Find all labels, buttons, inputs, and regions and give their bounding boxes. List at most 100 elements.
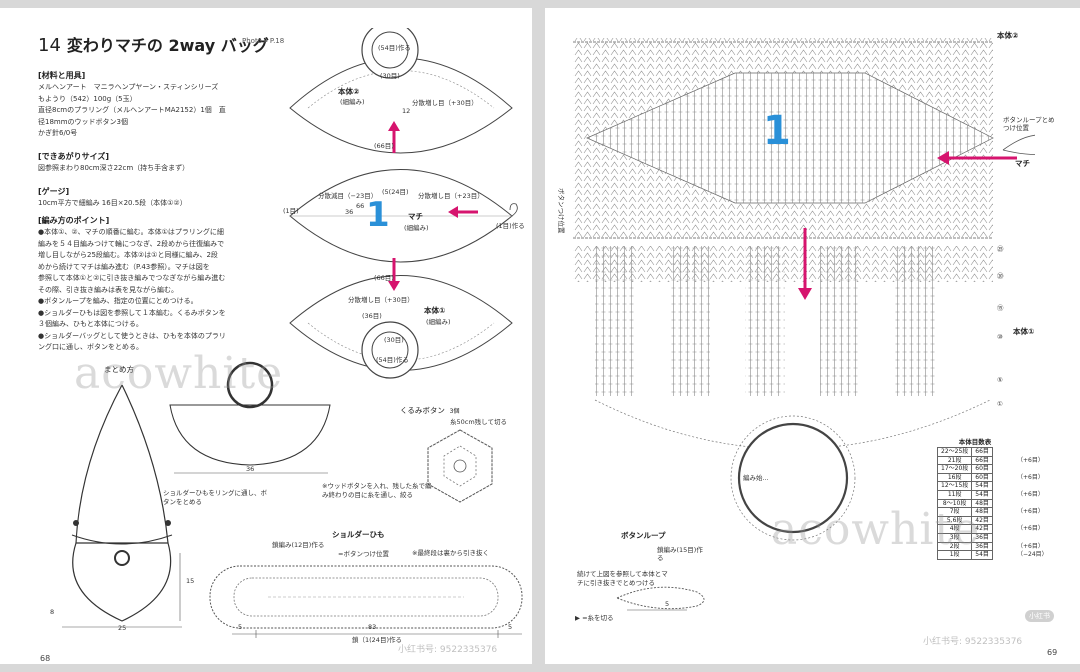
section-heading: [材料と用具] — [38, 71, 86, 80]
strap-dim-left: 5 — [238, 623, 243, 631]
table-cell: 1段 — [936, 550, 973, 560]
label-machi-sub: (細編み) — [404, 224, 429, 232]
section-line: 増し目しながら25段編む。本体②は①と同様に編み、2段 — [38, 251, 218, 259]
increment-note — [1017, 517, 1048, 526]
section-line: もようり（542）100g（5玉） — [38, 94, 137, 103]
increment-note — [1017, 465, 1048, 474]
button-heading: くるみボタン 3個 — [400, 406, 460, 415]
assembly-dim-8: 8 — [50, 608, 55, 616]
increment-note — [1017, 448, 1048, 457]
machi-body-chart — [573, 38, 1035, 541]
row-mark: ⑮ — [997, 304, 1004, 312]
section-line: かぎ針6/0号 — [38, 129, 78, 137]
section-body: メルヘンアート マニラヘンプヤーン・スティンシリーズもようり（542）100g（… — [38, 82, 263, 140]
label-body2-sub: (細編み) — [340, 98, 365, 106]
button-loop-diagram — [615, 586, 705, 611]
section-line: ３個編み、ひもと本体につける。 — [38, 320, 143, 328]
watermark-right: acowhite — [771, 504, 981, 555]
row-mark: ⑳ — [997, 272, 1004, 280]
label-36: 36 — [345, 208, 354, 216]
body-pieces-diagram — [289, 28, 518, 379]
right-label-body1: 本体① — [1013, 327, 1035, 336]
label-one-make: (1目)作る — [496, 222, 525, 230]
table-cell: 66目 — [971, 455, 993, 466]
photo-reference: Photo ▸ P.18 — [242, 37, 285, 45]
button-loop-attach: 続けて上図を参照して本体とマチに引き抜きでとめつける — [577, 570, 668, 587]
count-table-increments: （+6目）（+6目）（+6目）（+6目）（+6目）（+6目）（−24目） — [1017, 448, 1048, 560]
right-page: 1 本体② 本体① マチ ボタンループとめつけ位置 ボタンつけ位置 編み始...… — [545, 8, 1080, 664]
table-cell: 17〜20段 — [936, 464, 973, 474]
label-rows-12: 12 — [402, 107, 411, 115]
section-line: 図参照まわり80cm深さ22cm（持ち手含まず） — [38, 164, 190, 172]
page-number-right: 69 — [1047, 648, 1058, 657]
table-cell: 11段 — [936, 489, 973, 500]
label-ring-30: (30目) — [380, 72, 400, 80]
section-line: 径18mmのウッドボタン3個 — [38, 117, 128, 126]
increment-note: （+6目） — [1017, 525, 1044, 533]
table-cell: 66目 — [971, 447, 993, 457]
label-bottom-66: (66目) — [374, 274, 394, 282]
label-bottom-make: (54目)作る — [376, 356, 409, 364]
section-line: めから続けてマチは編み進む（P.43参照）。マチは図を — [38, 262, 210, 271]
section-body: 図参照まわり80cm深さ22cm（持ち手含まず） — [38, 163, 263, 175]
section-body: ●本体①、②、マチの順番に編む。本体①はプラリングに細編みを５４目編みつけて輪に… — [38, 227, 263, 354]
edge-note: 編み始... — [743, 474, 769, 482]
section-heading: [できあがりサイズ] — [38, 152, 110, 161]
section-body: 10cm平方で細編み 16目×20.5段（本体①②） — [38, 198, 263, 210]
section-line: 直径8cmのプラリング（メルヘンアートMA2152）1個 直 — [38, 106, 226, 114]
watermark-small-right: 小红书号: 9522335376 — [923, 637, 1023, 647]
page-number-left: 68 — [40, 654, 51, 663]
increment-note: （+6目） — [1017, 490, 1044, 498]
label-body1-sub: (細編み) — [426, 318, 451, 326]
label-mid-dec: 分散減目（−23目） — [318, 192, 378, 200]
assembly-dim-36: 36 — [246, 465, 255, 473]
increment-note: （+6目） — [1017, 473, 1044, 481]
table-cell: 54目 — [971, 481, 993, 491]
increment-note: （+6目） — [1017, 542, 1044, 550]
count-table-title: 本体目数表 — [958, 438, 992, 446]
label-body1: 本体① — [424, 306, 446, 315]
table-cell: 54目 — [971, 550, 993, 560]
label-inc-top: 分散増し目（+30目） — [412, 99, 478, 107]
button-pos-label: ボタンつけ位置 — [557, 188, 565, 234]
label-mid-inc: 分散増し目（+23目） — [418, 192, 484, 200]
increment-note: （+6目） — [1017, 456, 1044, 464]
label-machi: マチ — [408, 212, 423, 221]
row-mark: ① — [997, 400, 1003, 408]
increment-note — [1017, 500, 1048, 509]
increment-note — [1017, 482, 1048, 491]
table-cell: 60目 — [971, 464, 993, 474]
watermark-small-left: 小红书号: 9522335376 — [398, 645, 498, 655]
label-66: (66目) — [374, 142, 394, 150]
strap-dim-mid: 83 — [368, 623, 377, 631]
assembly-shoulder-note: ショルダーひもをリングに通し、ボタンをとめる — [163, 489, 267, 506]
button-note-wood: ※ウッドボタンを入れ、残した糸で編み終わりの目に糸を通し、絞る — [322, 482, 432, 499]
row-mark: ⑤ — [997, 376, 1003, 384]
strap-start: 鎖編み(12目)作る — [272, 541, 325, 549]
label-mid-count: (5(24目) — [382, 188, 409, 196]
strap-chain-total: 鎖（1(24目)作る — [352, 636, 402, 644]
section-line: ●ショルダーひもは図を参照して１本編む。くるみボタンを — [38, 308, 226, 317]
strap-diagram — [209, 565, 523, 629]
section-line: その際、引き抜き編みは表を見ながら編む。 — [38, 285, 178, 294]
label-bottom-30: (30目) — [384, 336, 404, 344]
blue-number-left: 1 — [366, 195, 390, 235]
label-body2: 本体② — [338, 87, 360, 96]
xhs-badge: 小红书 — [1025, 610, 1054, 622]
button-loop-pos: ボタンループとめつけ位置 — [1003, 116, 1055, 132]
label-one-stitch: (1目) — [283, 207, 299, 215]
table-cell: 22〜25段 — [936, 447, 973, 457]
row-mark: ㉕ — [997, 245, 1004, 253]
assembly-dim-15: 15 — [186, 577, 195, 585]
section-line: ●本体①、②、マチの順番に編む。本体①はプラリングに細 — [38, 228, 224, 236]
right-label-machi: マチ — [1015, 159, 1030, 168]
row-mark: ⑩ — [997, 333, 1003, 341]
